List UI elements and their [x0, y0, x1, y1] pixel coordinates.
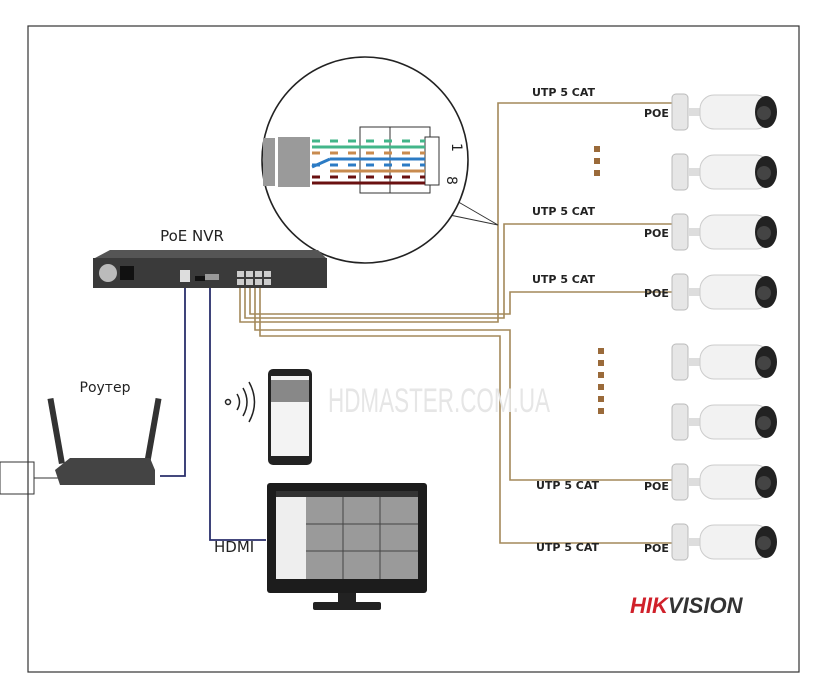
pin-1-label: 1 — [448, 143, 464, 152]
ip-camera — [671, 153, 777, 191]
poe-nvr-device — [93, 250, 327, 288]
router-label: Роутер — [80, 380, 131, 396]
router-link-line — [160, 285, 186, 477]
nvr-label: PoE NVR — [160, 227, 224, 245]
more-cameras-dots — [594, 146, 604, 414]
ip-camera — [671, 273, 777, 311]
utp-cable-label: UTP 5 CAT — [536, 479, 600, 492]
camera-list: UTP 5 CAT POE UTP 5 CAT POE UTP 5 CAT POE UTP … — [532, 86, 777, 561]
logo-vision: VISION — [668, 593, 744, 618]
smartphone-icon — [268, 369, 312, 465]
ip-camera — [671, 93, 777, 131]
router-device — [0, 397, 162, 495]
ip-camera — [671, 403, 777, 441]
poe-label: POE — [644, 480, 669, 493]
wifi-signal-icon — [224, 381, 256, 423]
ip-camera — [671, 343, 777, 381]
ip-camera — [671, 213, 777, 251]
utp-cable-label: UTP 5 CAT — [536, 541, 600, 554]
rj45-pinout-callout: 1 8 — [261, 56, 499, 264]
utp-cables — [239, 102, 672, 544]
poe-label: POE — [644, 107, 669, 120]
poe-label: POE — [644, 287, 669, 300]
hdmi-link-line — [209, 285, 266, 541]
monitor-device — [267, 483, 427, 610]
logo-hik: HIK — [630, 593, 670, 618]
diagram-frame — [27, 25, 800, 673]
ip-camera — [671, 463, 777, 501]
pin-8-label: 8 — [443, 176, 459, 185]
hikvision-logo: HIKVISION — [630, 593, 744, 618]
poe-label: POE — [644, 227, 669, 240]
hdmi-label: HDMI — [214, 538, 254, 556]
watermark: HDMASTER.COM.UA — [328, 382, 550, 420]
utp-cable-label: UTP 5 CAT — [532, 273, 596, 286]
ip-camera — [671, 523, 777, 561]
utp-cable-label: UTP 5 CAT — [532, 205, 596, 218]
utp-cable-label: UTP 5 CAT — [532, 86, 596, 99]
svg-text:HIKVISION: HIKVISION — [630, 593, 744, 618]
poe-label: POE — [644, 542, 669, 555]
